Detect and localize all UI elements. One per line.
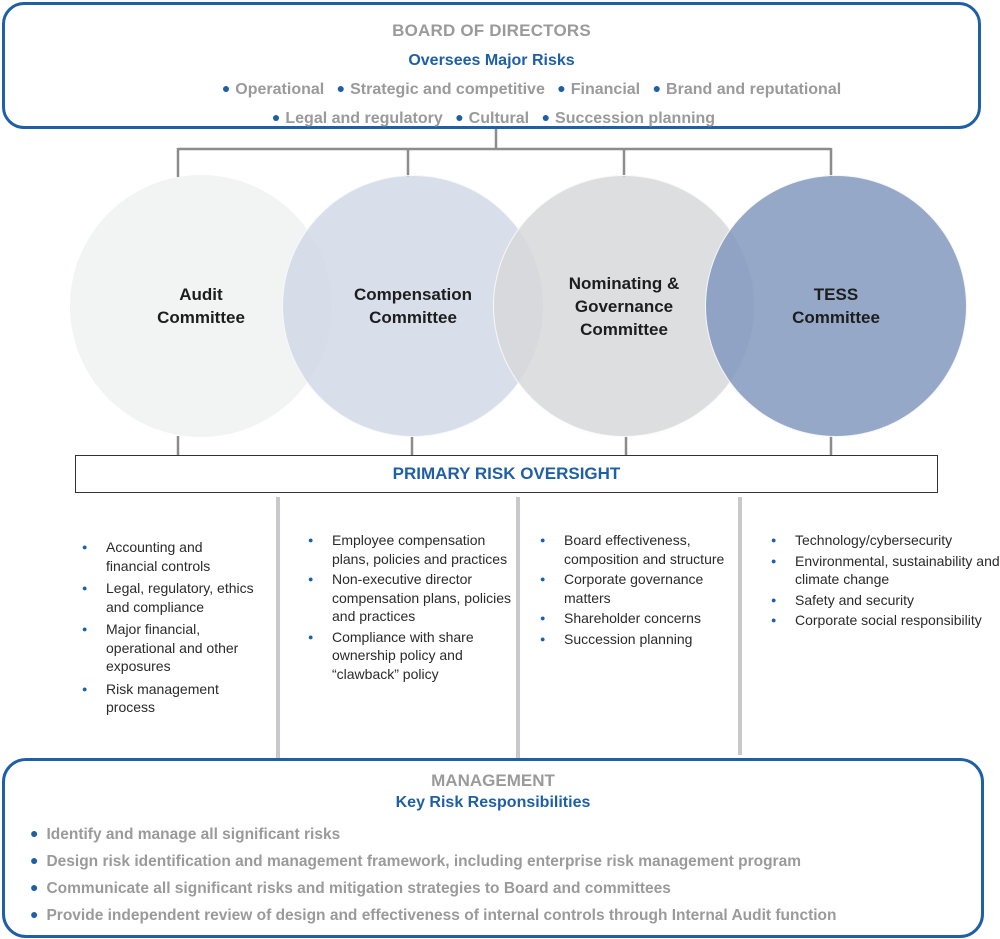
list-item: Corporate governance matters [537,570,732,607]
bullet-icon: ● [30,879,39,895]
bullet-icon: ● [30,825,39,841]
bullet-icon: ● [30,906,39,922]
bullet-icon: ● [455,109,464,125]
management-responsibilities: ●Identify and manage all significant ris… [30,821,836,929]
list-item: Technology/cybersecurity [768,531,1000,550]
board-risk-item: ●Cultural [455,109,530,127]
management-box: MANAGEMENT Key Risk Responsibilities ●Id… [2,758,984,938]
list-item: Employee compensation plans, policies an… [305,531,520,568]
bullet-icon: ● [541,109,551,125]
list-item: Risk management process [79,680,254,717]
bullet-icon: ● [652,80,662,96]
compensation-responsibilities: Employee compensation plans, policies an… [305,531,520,685]
committee-label: TESS Committee [792,285,880,327]
list-item: Accounting and financial controls [79,538,254,575]
committee-label: Compensation Committee [353,285,473,327]
board-risk-item: ●Financial [557,80,641,98]
management-title: MANAGEMENT [431,771,555,790]
list-item: ●Identify and manage all significant ris… [30,825,341,843]
board-risk-item: ●Operational [221,80,325,98]
primary-risk-oversight-label: PRIMARY RISK OVERSIGHT [392,464,621,483]
primary-risk-oversight-bar: PRIMARY RISK OVERSIGHT [75,455,938,493]
board-subtitle: Oversees Major Risks [408,52,575,69]
list-item: Corporate social responsibility [768,611,1000,630]
bullet-icon: ● [30,852,39,868]
list-item: Legal, regulatory, ethics and compliance [79,579,254,616]
tess-committee-circle: TESS Committee [705,175,967,437]
list-item: Non-executive director compensation plan… [305,570,520,626]
audit-responsibilities: Accounting and financial controls Legal,… [79,538,254,721]
tess-responsibilities: Technology/cybersecurity Environmental, … [768,531,1000,632]
list-item: Compliance with share ownership policy a… [305,628,520,684]
list-item: Major financial, operational and other e… [79,620,254,676]
list-item: Shareholder concerns [537,609,732,628]
board-risks-row-2: ●Legal and regulatory ●Cultural ●Success… [7,109,980,128]
list-item: Succession planning [537,630,732,649]
bullet-icon: ● [336,80,346,96]
list-item: Safety and security [768,591,1000,610]
board-risk-item: ●Succession planning [541,109,716,127]
bullet-icon: ● [221,80,231,96]
bullet-icon: ● [557,80,566,96]
committee-label: Audit Committee [157,285,245,327]
board-risk-item: ●Strategic and competitive [336,80,545,98]
column-divider [738,497,742,755]
board-of-directors-box: BOARD OF DIRECTORS Oversees Major Risks … [2,2,981,129]
board-risks-row-1: ●Operational ●Strategic and competitive … [45,80,1000,99]
management-subtitle: Key Risk Responsibilities [395,794,591,811]
board-risk-item: ●Brand and reputational [652,80,842,98]
list-item: ●Design risk identification and manageme… [30,852,801,870]
nominating-governance-responsibilities: Board effectiveness, composition and str… [537,531,732,650]
list-item: Board effectiveness, composition and str… [537,531,732,568]
column-divider [276,497,280,759]
bullet-icon: ● [271,109,281,125]
list-item: Environmental, sustainability and climat… [768,552,1000,589]
list-item: ●Communicate all significant risks and m… [30,879,671,897]
list-item: ●Provide independent review of design an… [30,906,837,924]
board-risk-item: ●Legal and regulatory [271,109,443,127]
board-title: BOARD OF DIRECTORS [392,21,591,40]
committee-label: Nominating & Governance Committee [568,273,680,339]
